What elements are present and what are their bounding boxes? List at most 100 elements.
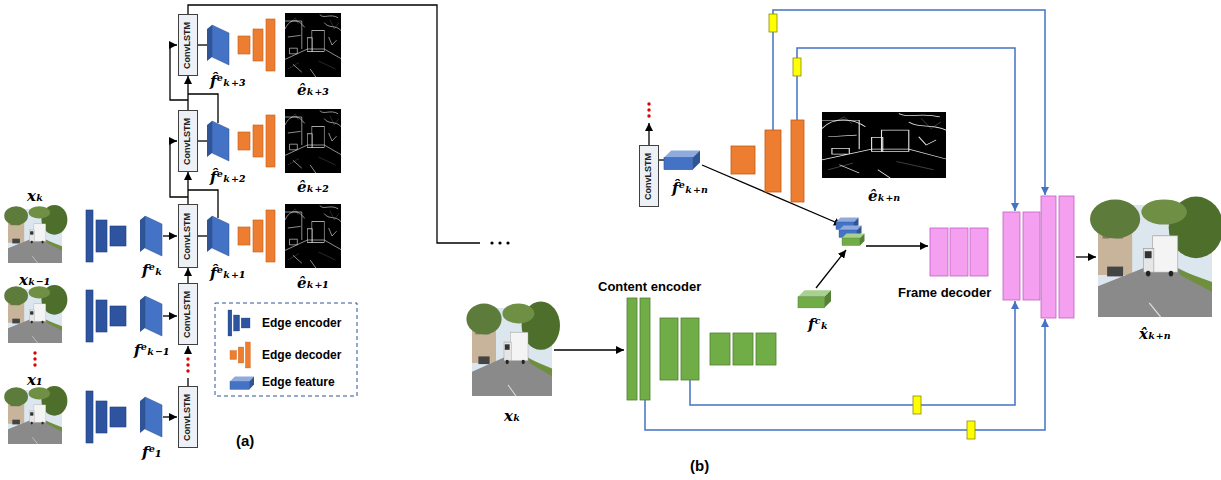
math-label: fᵉₖ₋₁ xyxy=(134,341,169,359)
box-label: ConvLSTM xyxy=(183,291,193,338)
math-label: êₖ₊₃ xyxy=(297,81,329,99)
frame-image xyxy=(4,285,67,343)
arrow-lines xyxy=(187,378,188,386)
skip-connections xyxy=(773,10,1045,195)
edge-encoder xyxy=(86,290,126,342)
math-label: êₖ₊ₙ xyxy=(868,187,900,205)
edge-decoder xyxy=(238,210,275,262)
arrow-lines xyxy=(163,315,177,316)
edge-image xyxy=(285,109,341,173)
block-label: Content encoder xyxy=(598,279,701,294)
attention-block xyxy=(769,14,975,439)
frame-image xyxy=(1090,197,1221,317)
content-encoder xyxy=(681,318,699,380)
convlstm-box: ConvLSTM xyxy=(178,14,198,76)
math-label: êₖ₊₂ xyxy=(297,178,329,196)
math-label: f̂ᵉₖ₊₂ xyxy=(210,168,245,186)
ellipsis-dots xyxy=(490,241,509,244)
arrow-lines xyxy=(163,416,177,417)
arrow-lines xyxy=(198,235,207,236)
arrow-lines xyxy=(816,250,846,288)
ellipsis-dots xyxy=(647,108,650,111)
math-label: fᵉₖ xyxy=(142,261,163,279)
ellipsis-dots xyxy=(33,351,36,354)
skip-connections xyxy=(797,48,1015,211)
edge-encoder xyxy=(86,391,126,443)
ellipsis-dots xyxy=(186,363,189,366)
arrow-lines xyxy=(163,235,177,236)
frame-image xyxy=(4,205,67,263)
edge-feature xyxy=(140,216,162,256)
math-label: x₁ xyxy=(27,371,43,389)
legend-frame xyxy=(215,303,357,396)
edge-feature xyxy=(140,397,162,437)
math-label: xₖ₋₁ xyxy=(19,271,50,289)
math-label: êₖ₊₁ xyxy=(297,274,329,292)
edge-image xyxy=(285,13,341,77)
arrow-lines xyxy=(1076,256,1096,257)
state-arrow xyxy=(187,268,188,283)
frame-decoder xyxy=(970,228,988,276)
edge-decoder xyxy=(731,146,755,174)
attention-block xyxy=(967,421,975,439)
edge-image xyxy=(822,112,946,178)
math-label: fᵉ₁ xyxy=(142,443,162,461)
ellipsis-dots xyxy=(186,357,189,360)
arrow-lines xyxy=(187,346,188,354)
legend-icon xyxy=(230,377,254,390)
legend-text: Edge encoder xyxy=(262,316,341,330)
content-encoder xyxy=(627,298,637,400)
legend-icon xyxy=(228,310,250,336)
ellipsis-dots xyxy=(186,357,189,372)
attention-block xyxy=(793,58,801,76)
ellipsis-dots xyxy=(33,363,36,366)
arrow-lines xyxy=(163,5,480,417)
legend-text: Edge decoder xyxy=(262,348,341,362)
math-label: fᶜₖ xyxy=(808,315,829,333)
math-label: xₖ xyxy=(504,407,521,425)
arrow-lines xyxy=(648,123,649,145)
arrow-lines xyxy=(554,349,624,350)
frame-decoder xyxy=(1041,196,1056,318)
state-arrow xyxy=(187,172,188,204)
ellipsis-dots xyxy=(647,102,650,105)
content-encoder xyxy=(660,318,678,380)
skip-connections xyxy=(645,10,1045,430)
box-label: ConvLSTM xyxy=(183,213,193,260)
edge-decoder xyxy=(765,130,781,192)
ellipsis-dots xyxy=(33,351,36,366)
panel-label: (a) xyxy=(236,432,254,449)
edge-decoder xyxy=(731,120,804,202)
concat-feature xyxy=(842,234,865,246)
frame-image xyxy=(466,301,560,396)
frame-decoder xyxy=(950,228,968,276)
box-label: ConvLSTM xyxy=(183,394,193,441)
ellipsis-dots xyxy=(490,241,493,244)
skip-connections xyxy=(690,301,1015,405)
math-label: x̂ₖ₊ₙ xyxy=(1139,325,1171,343)
math-label: f̂ᵉₖ₊₃ xyxy=(210,72,245,90)
ellipsis-dots xyxy=(186,369,189,372)
edge-feature xyxy=(140,296,162,336)
math-label: f̂ᵉₖ₊ₙ xyxy=(672,179,708,197)
box-label: ConvLSTM xyxy=(183,22,193,69)
convlstm-box: ConvLSTM xyxy=(178,283,198,345)
frame-image xyxy=(4,386,67,444)
ellipsis-dots xyxy=(647,102,650,117)
box-label: ConvLSTM xyxy=(183,118,193,165)
legend-text: Edge feature xyxy=(262,375,335,389)
content-encoder xyxy=(710,333,730,365)
ellipsis-dots xyxy=(498,241,501,244)
content-encoder xyxy=(627,298,776,400)
ellipsis-dots xyxy=(506,241,509,244)
arrow-lines xyxy=(198,44,207,45)
frame-decoder xyxy=(1023,212,1040,300)
frame-decoder xyxy=(1059,196,1074,318)
convlstm-box: ConvLSTM xyxy=(178,110,198,172)
state-arrow xyxy=(187,76,188,110)
panel-label: (b) xyxy=(690,457,709,474)
math-label: f̂ᵉₖ₊₁ xyxy=(210,264,245,282)
ellipsis-dots xyxy=(647,114,650,117)
